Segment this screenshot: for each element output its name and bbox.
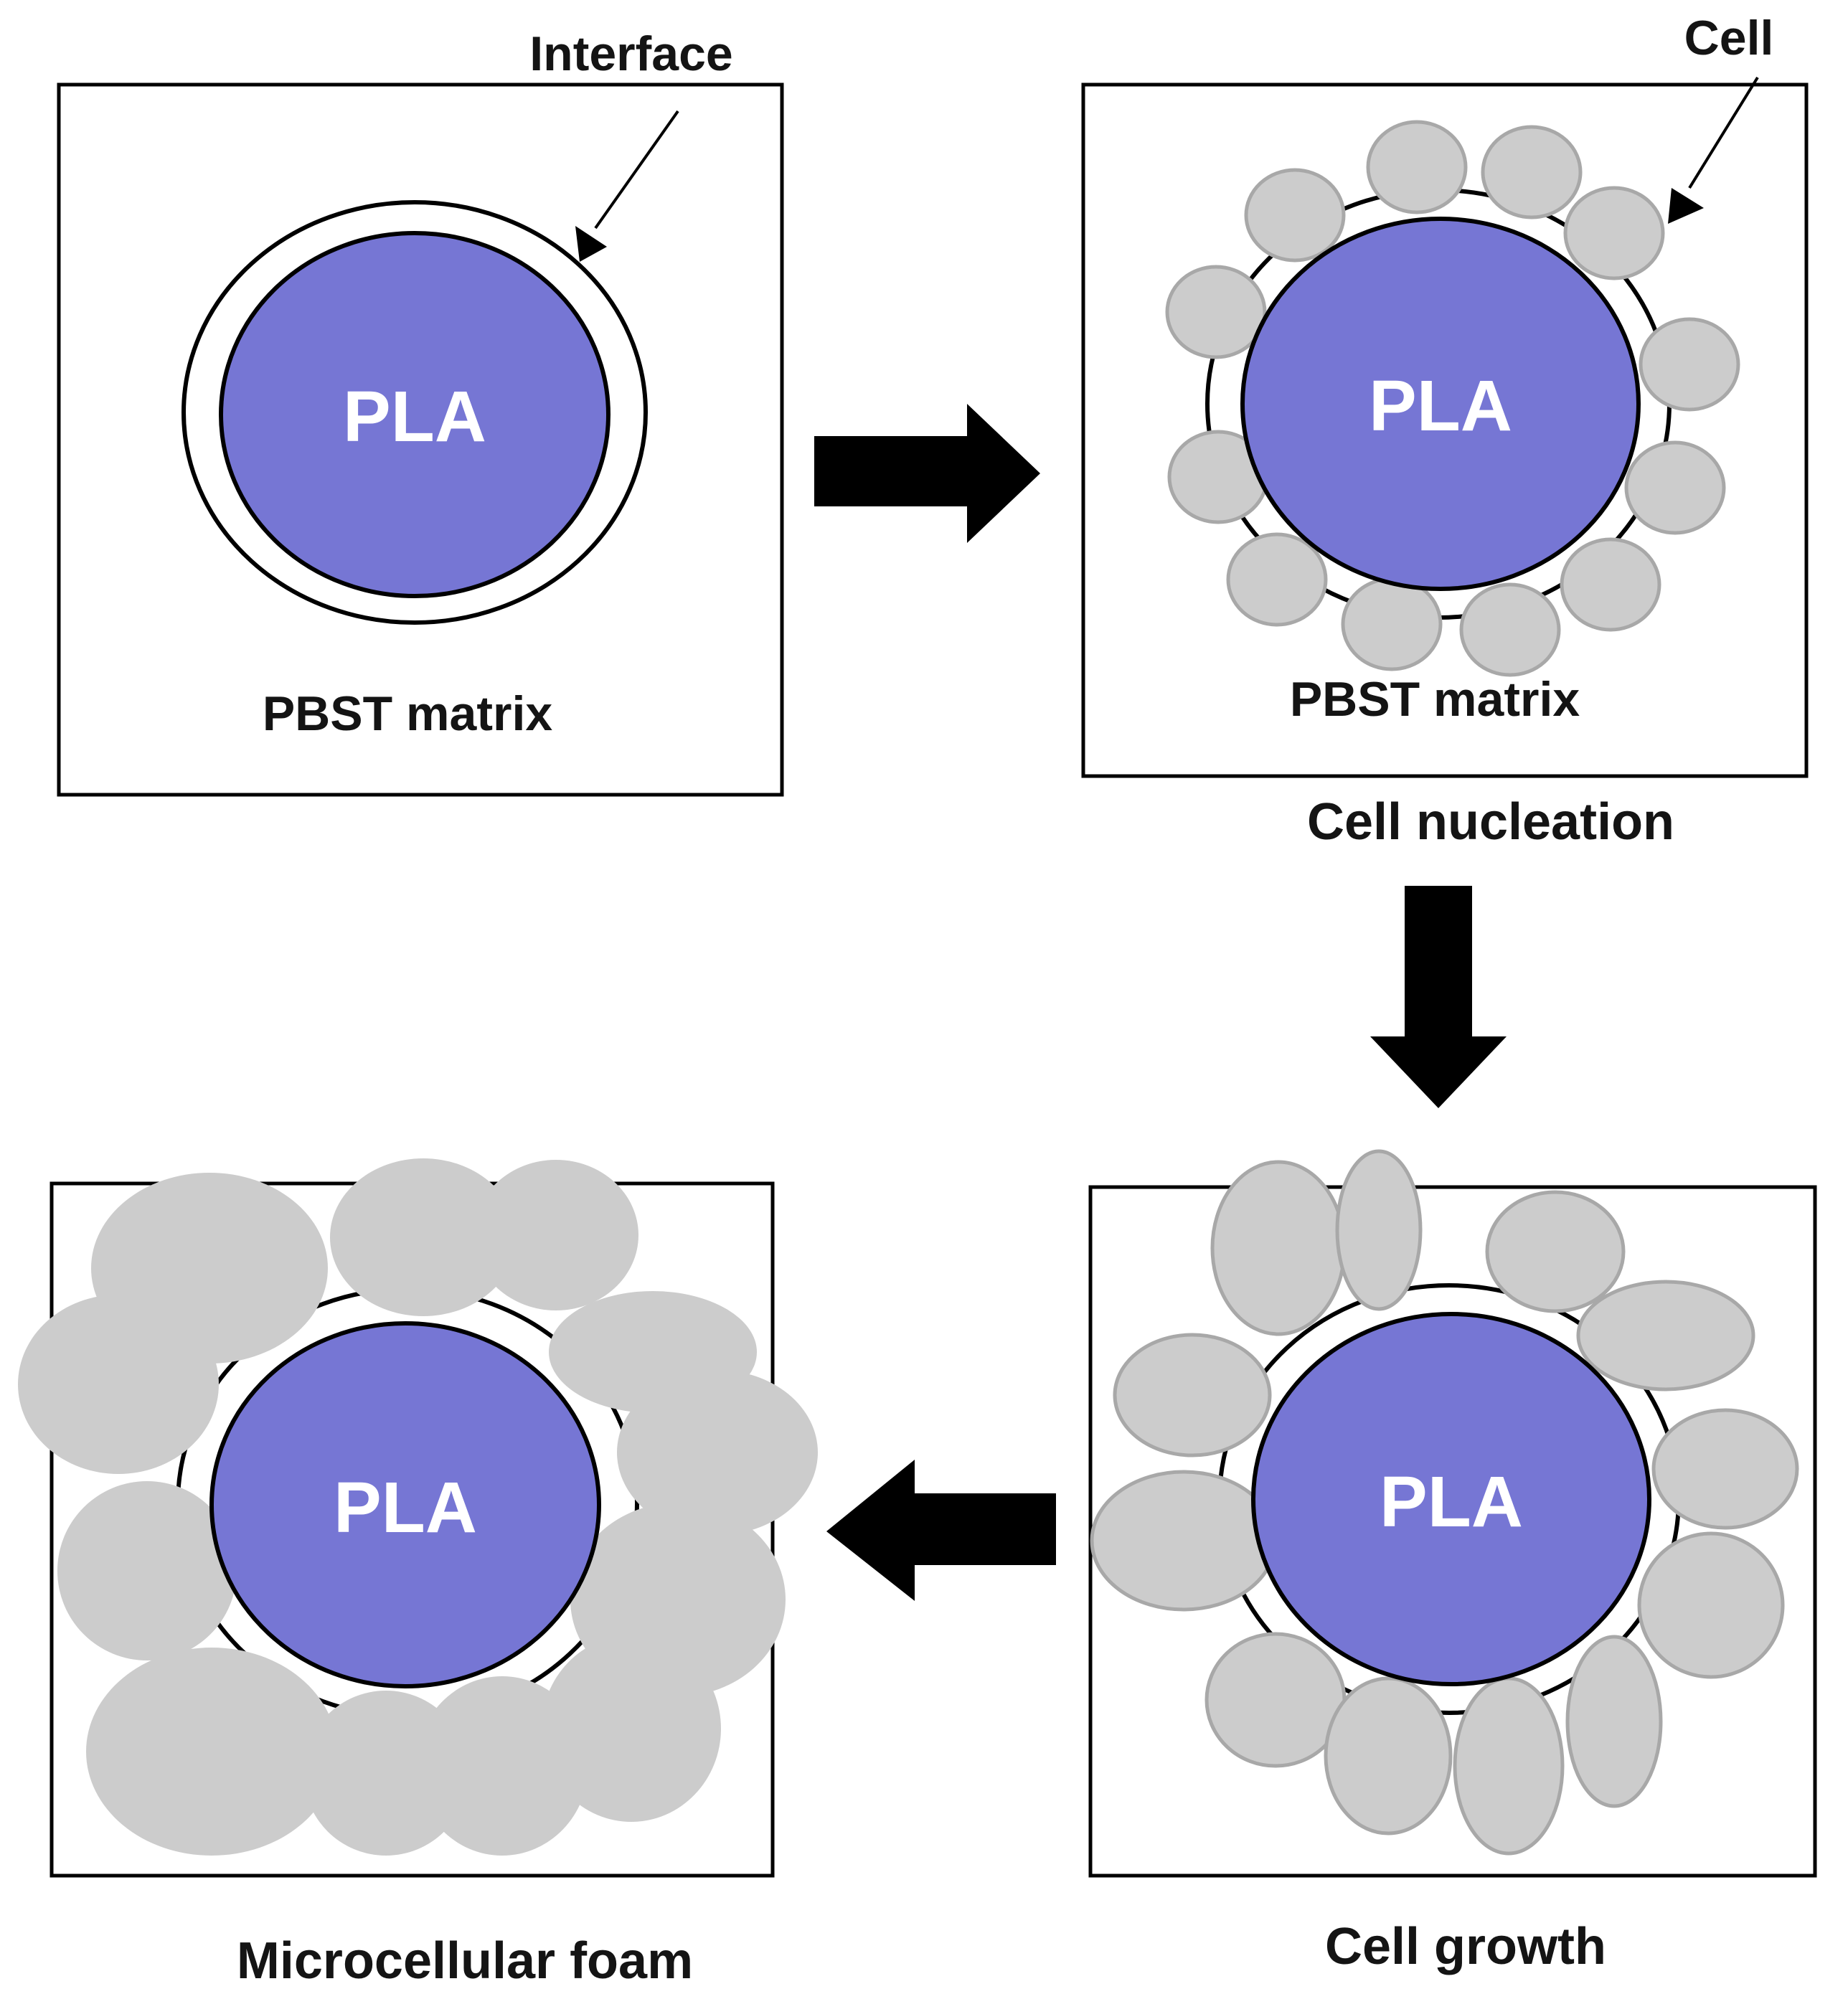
cell	[1210, 1160, 1347, 1336]
interface-pointer-line	[594, 110, 679, 230]
cell	[1366, 120, 1468, 214]
cell	[1485, 1190, 1626, 1313]
pla-label: PLA	[1369, 366, 1512, 446]
process-arrow-right	[814, 404, 1040, 543]
matrix-label: PBST matrix	[263, 686, 553, 741]
cell	[18, 1295, 219, 1474]
cell	[330, 1158, 517, 1316]
interface-label: Interface	[529, 27, 732, 81]
cell	[1341, 577, 1443, 671]
cell	[542, 1635, 721, 1822]
pla-particle	[1251, 1312, 1651, 1686]
cell-pointer-arrowhead	[1668, 188, 1704, 224]
pla-label: PLA	[343, 377, 486, 457]
interface-pointer-arrowhead	[575, 226, 607, 262]
cell	[1639, 317, 1740, 412]
stage-label-microcellular-foam: Microcellular foam	[237, 1932, 693, 1990]
cell	[1453, 1676, 1565, 1856]
pla-particle	[209, 1321, 601, 1688]
panel-initial-blend: PLA PBST matrix	[57, 82, 784, 797]
cell	[1624, 440, 1726, 535]
cell	[1637, 1531, 1785, 1679]
cell	[1324, 1676, 1453, 1835]
cell	[1244, 168, 1346, 263]
cell	[57, 1481, 237, 1660]
nucleated-cells	[1165, 120, 1740, 677]
cell	[1090, 1470, 1278, 1612]
pla-label: PLA	[334, 1468, 477, 1548]
cell-label: Cell	[1684, 11, 1774, 65]
cell	[1563, 186, 1665, 280]
panel-microcellular-foam: PLA	[18, 1158, 818, 1878]
cell	[617, 1370, 818, 1535]
cell	[86, 1648, 337, 1856]
cell	[1204, 1632, 1347, 1768]
cell	[1560, 537, 1661, 632]
stage-label-cell-nucleation: Cell nucleation	[1307, 793, 1674, 851]
panel-cell-growth: PLA	[1088, 1149, 1817, 1878]
process-arrow-left	[826, 1460, 1056, 1601]
cell	[473, 1160, 638, 1310]
foam-cells	[18, 1158, 818, 1856]
cell	[1565, 1635, 1663, 1808]
process-arrow-down	[1370, 886, 1507, 1108]
cell	[1226, 532, 1328, 627]
cell	[1459, 582, 1561, 677]
cell	[1335, 1149, 1423, 1311]
matrix-label: PBST matrix	[1290, 672, 1580, 727]
stage-label-cell-growth: Cell growth	[1325, 1918, 1606, 1975]
cell	[1113, 1333, 1272, 1457]
panel-cell-nucleation: PLA PBST matrix	[1081, 82, 1809, 778]
cell	[1165, 265, 1267, 359]
cell	[1651, 1408, 1799, 1530]
pla-particle	[1240, 217, 1641, 591]
pla-particle	[219, 231, 610, 598]
cell	[1481, 125, 1583, 219]
cell	[1576, 1280, 1755, 1391]
grown-cells	[1090, 1149, 1799, 1856]
pla-label: PLA	[1380, 1462, 1523, 1542]
cell-pointer-line	[1688, 76, 1759, 189]
